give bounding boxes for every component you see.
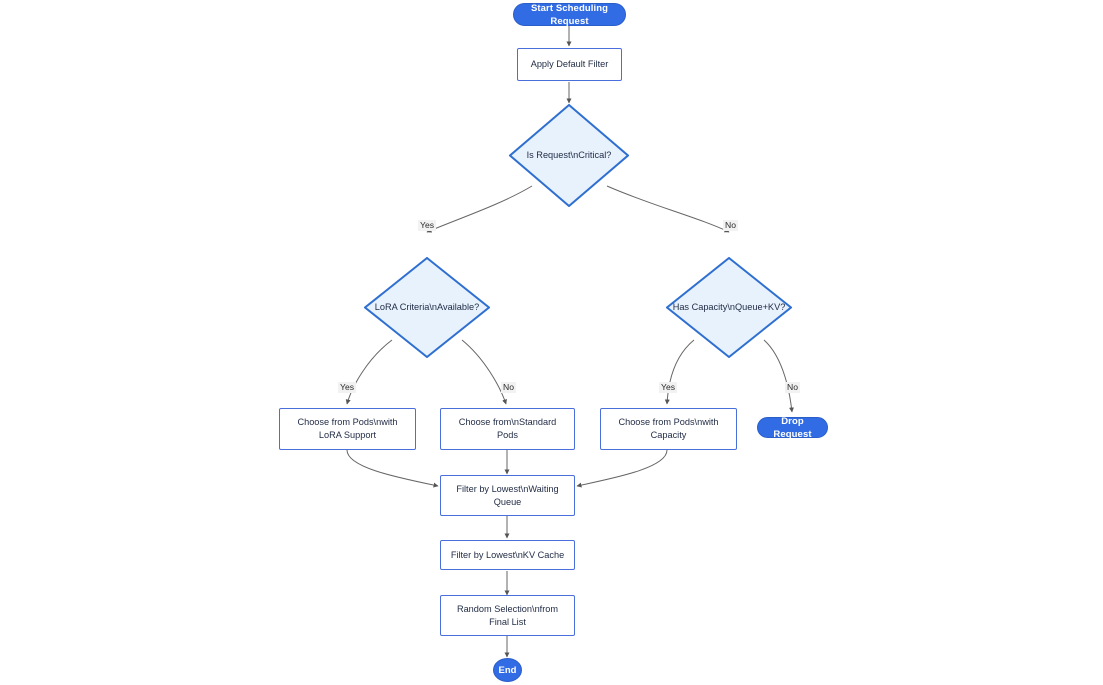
node-lora-criteria-available-label: LoRA Criteria\nAvailable?: [374, 302, 480, 312]
node-end[interactable]: End: [493, 658, 522, 682]
node-drop-request-label: Drop Request: [773, 415, 812, 440]
edge-label-critical-no-text: No: [725, 220, 736, 230]
diamond-shape-capacity: [666, 257, 792, 358]
edge-label-capacity-no: No: [785, 382, 800, 393]
edge-lora-pods-to-filter: [346, 449, 439, 488]
edge-label-lora-yes-text: Yes: [340, 382, 355, 392]
edge-label-critical-yes: Yes: [418, 220, 437, 231]
node-filter-kv-cache-label: Filter by Lowest\nKV Cache: [450, 549, 565, 560]
node-filter-waiting-queue[interactable]: Filter by Lowest\nWaiting Queue: [440, 475, 575, 516]
node-choose-lora-pods-label-line1: Choose from Pods\nwith: [297, 417, 398, 427]
node-start[interactable]: Start Scheduling Request: [513, 2, 626, 27]
node-random-selection-label-line2: Final List: [489, 616, 526, 627]
node-end-label: End: [498, 664, 517, 676]
edge-label-capacity-yes: Yes: [659, 382, 678, 393]
node-lora-criteria-available[interactable]: LoRA Criteria\nAvailable?: [364, 257, 490, 358]
node-apply-default-filter-label: Apply Default Filter: [530, 59, 609, 69]
edge-label-capacity-yes-text: Yes: [661, 382, 676, 392]
node-random-selection-label-line1: Random Selection\nfrom: [456, 603, 559, 614]
node-drop-request[interactable]: Drop Request: [757, 415, 828, 440]
node-choose-standard-pods-label-line2: Pods: [497, 430, 518, 440]
edge-label-critical-no: No: [723, 220, 738, 231]
diamond-shape-lora: [364, 257, 490, 358]
edge-label-critical-yes-text: Yes: [420, 220, 435, 230]
diamond-shape-critical: [509, 104, 629, 207]
node-filter-waiting-queue-label-line1: Filter by Lowest\nWaiting: [456, 483, 559, 494]
edge-label-capacity-no-text: No: [787, 382, 798, 392]
edge-label-lora-yes: Yes: [338, 382, 357, 393]
node-choose-lora-pods[interactable]: Choose from Pods\nwith LoRA Support: [279, 408, 416, 450]
node-random-selection[interactable]: Random Selection\nfrom Final List: [440, 595, 575, 636]
node-choose-capacity-pods[interactable]: Choose from Pods\nwith Capacity: [600, 408, 737, 450]
node-is-request-critical-label: Is Request\nCritical?: [526, 150, 612, 160]
edge-label-lora-no: No: [501, 382, 516, 393]
node-start-label: Start Scheduling Request: [530, 2, 609, 27]
edge-label-lora-no-text: No: [503, 382, 514, 392]
node-filter-kv-cache[interactable]: Filter by Lowest\nKV Cache: [440, 540, 575, 570]
node-filter-waiting-queue-label-line2: Queue: [493, 496, 522, 507]
edge-capacity-pods-to-filter: [576, 449, 668, 488]
node-is-request-critical[interactable]: Is Request\nCritical?: [509, 104, 629, 207]
node-choose-lora-pods-label-line2: LoRA Support: [318, 430, 377, 440]
node-has-capacity-queue-kv-label: Has Capacity\nQueue+KV?: [672, 302, 786, 312]
node-choose-standard-pods-label-line1: Choose from\nStandard: [458, 417, 557, 427]
node-choose-standard-pods[interactable]: Choose from\nStandard Pods: [440, 408, 575, 450]
node-apply-default-filter[interactable]: Apply Default Filter: [517, 48, 622, 81]
node-choose-capacity-pods-label-line2: Capacity: [650, 430, 687, 440]
node-has-capacity-queue-kv[interactable]: Has Capacity\nQueue+KV?: [666, 257, 792, 358]
node-choose-capacity-pods-label-line1: Choose from Pods\nwith: [618, 417, 719, 427]
